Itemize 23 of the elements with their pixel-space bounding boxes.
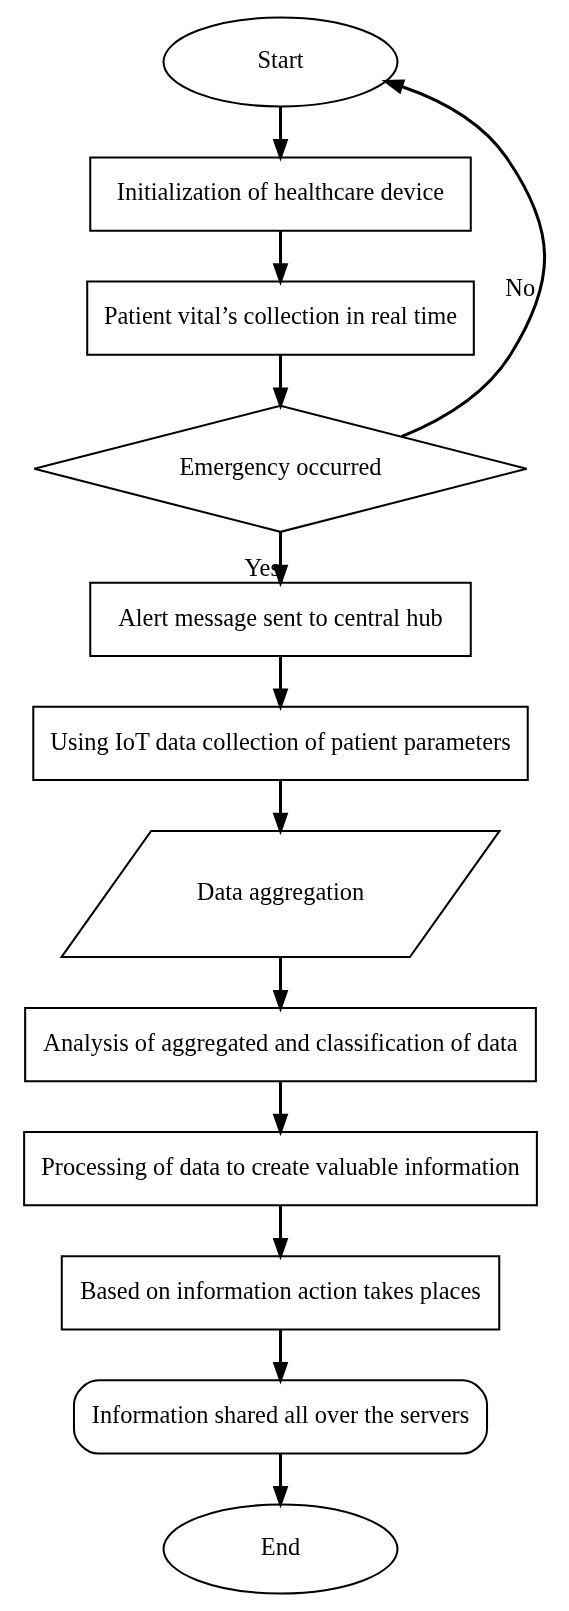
edge-label: No bbox=[505, 273, 536, 301]
node-diamond: Emergency occurred bbox=[33, 404, 528, 533]
node-ellipse: End bbox=[162, 1503, 399, 1595]
node-box: Processing of data to create valuable information bbox=[23, 1131, 538, 1207]
node-box: Patient vital’s collection in real time bbox=[86, 280, 475, 356]
arrow bbox=[381, 79, 546, 438]
node-box: Using IoT data collection of patient parameters bbox=[32, 705, 529, 782]
arrow bbox=[272, 780, 289, 836]
node-box: Alert message sent to central hub bbox=[89, 581, 472, 657]
arrow bbox=[272, 1205, 289, 1261]
arrow bbox=[272, 1081, 289, 1137]
node-box: Based on information action takes places bbox=[60, 1255, 501, 1331]
node-ellipse: Start bbox=[162, 16, 399, 108]
arrow bbox=[272, 354, 289, 410]
node-box: Information shared all over the servers bbox=[72, 1379, 489, 1455]
arrow bbox=[272, 1329, 289, 1385]
arrow bbox=[272, 230, 289, 286]
arrow bbox=[272, 957, 289, 1013]
arrow bbox=[272, 1453, 289, 1509]
node-box: Initialization of healthcare device bbox=[89, 156, 472, 232]
node-box: Analysis of aggregated and classification of data bbox=[24, 1006, 537, 1083]
arrow bbox=[272, 656, 289, 711]
arrow bbox=[272, 106, 289, 162]
